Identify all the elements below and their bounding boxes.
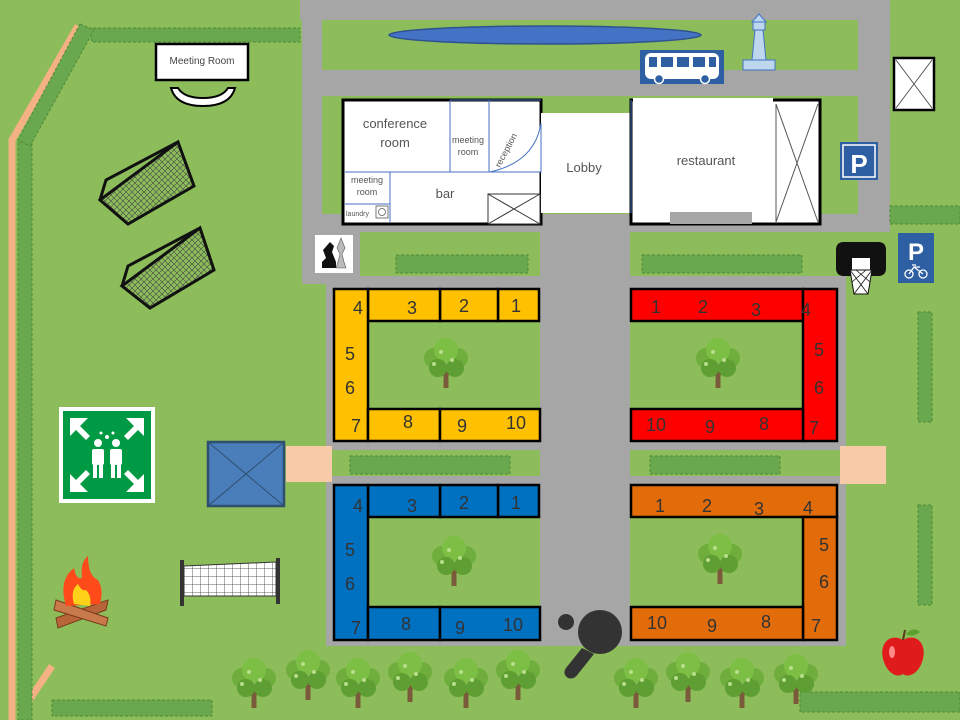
cabin-number: 5 <box>345 540 355 560</box>
cabin-unit-orange-1-4[interactable] <box>629 483 839 519</box>
walkway-left <box>286 446 332 482</box>
cabin-unit-orange-8-10[interactable] <box>629 605 805 642</box>
lighthouse-icon <box>742 13 776 71</box>
cabin-number: 4 <box>353 496 363 516</box>
cabin-number: 6 <box>814 378 824 398</box>
bike-parking-icon <box>898 233 934 283</box>
cabin-unit-yellow-9-10[interactable] <box>438 407 542 443</box>
footpath <box>8 24 82 720</box>
outdoor-meeting-room <box>154 42 250 108</box>
cabin-unit-blue-2[interactable] <box>438 483 500 519</box>
cabin-unit-blue-8[interactable] <box>366 605 442 642</box>
cabin-number: 7 <box>351 416 361 436</box>
meeting-room-1-label-line1: meeting <box>452 135 484 145</box>
cabin-number: 1 <box>511 296 521 316</box>
walkway-right <box>840 446 886 484</box>
courtyards <box>380 334 800 592</box>
conference-room-label-line2: room <box>380 135 410 150</box>
cabin-unit-red-4-7[interactable] <box>801 287 839 443</box>
cabin-number: 7 <box>811 616 821 636</box>
cabin-number: 3 <box>407 298 417 318</box>
cabin-unit-yellow-4-7[interactable] <box>332 287 370 443</box>
cabin-unit-blue-9-10[interactable] <box>438 605 542 642</box>
basketball-hoop-icon <box>836 242 886 295</box>
cabin-number: 3 <box>407 496 417 516</box>
cabin-number: 9 <box>705 417 715 437</box>
cabin-number: 2 <box>702 496 712 516</box>
cabin-unit-orange-5-7[interactable] <box>801 515 839 642</box>
cabin-number: 7 <box>351 618 361 638</box>
cabin-number: 4 <box>803 498 813 518</box>
meeting-room-2-label-line1: meeting <box>351 175 383 185</box>
cabin-number: 10 <box>647 613 667 633</box>
cabin-unit-blue-3[interactable] <box>366 483 442 519</box>
cabin-number: 10 <box>503 615 523 635</box>
cabin-number: 8 <box>761 612 771 632</box>
meeting-room-1-label-line2: room <box>458 147 479 157</box>
volleyball-net-icon <box>180 558 280 606</box>
pond <box>388 25 702 45</box>
campfire-icon <box>53 556 109 629</box>
cabin-number: 9 <box>707 616 717 636</box>
cabin-number: 2 <box>459 296 469 316</box>
cabin-number: 1 <box>655 496 665 516</box>
cabin-number: 5 <box>819 535 829 555</box>
cabin-unit-blue-1[interactable] <box>496 483 541 519</box>
cabin-number: 8 <box>759 414 769 434</box>
conference-room-label-line1: conference <box>363 116 427 131</box>
cabin-block-red: 1 2 3 4 5 6 7 8 9 10 <box>629 287 839 443</box>
cabin-number: 6 <box>345 574 355 594</box>
soccer-goal-icon-2 <box>119 225 216 310</box>
meeting-room-sign-label: Meeting Room <box>169 56 234 67</box>
meeting-room-2-label-line2: room <box>357 187 378 197</box>
cabin-number: 6 <box>819 572 829 592</box>
cabin-unit-red-8-10[interactable] <box>629 407 805 443</box>
cabin-block-yellow: 1 2 3 4 5 6 7 8 9 10 <box>332 287 542 443</box>
lobby-label: Lobby <box>566 160 602 175</box>
storage-box <box>892 56 936 112</box>
chess-icon <box>315 235 353 273</box>
cabin-number: 10 <box>646 415 666 435</box>
cabin-unit-yellow-3[interactable] <box>366 287 442 323</box>
laundry-label: laundry <box>346 211 369 218</box>
cabin-number: 5 <box>345 344 355 364</box>
cabin-number: 8 <box>401 614 411 634</box>
cabin-block-blue: 1 2 3 4 5 6 7 8 9 10 <box>332 483 542 642</box>
parking-icon <box>840 142 878 180</box>
soccer-goal-icon <box>97 139 196 226</box>
cabin-number: 4 <box>353 298 363 318</box>
cabin-number: 2 <box>459 493 469 513</box>
cabin-number: 3 <box>754 499 764 519</box>
restaurant-label: restaurant <box>677 153 736 168</box>
cabin-number: 7 <box>809 418 819 438</box>
bike-parking-sign-label: P <box>908 239 924 266</box>
bus-icon <box>640 50 724 85</box>
cabin-unit-blue-4-7[interactable] <box>332 483 370 642</box>
ping-pong-icon <box>558 610 622 679</box>
apple-icon <box>882 629 924 676</box>
pavilion <box>206 440 286 508</box>
cabin-number: 10 <box>506 413 526 433</box>
cabin-number: 5 <box>814 340 824 360</box>
main-building <box>341 98 822 226</box>
cabin-number: 9 <box>455 618 465 638</box>
parking-sign-label: P <box>850 149 867 179</box>
cabin-number: 1 <box>651 297 661 317</box>
cabin-number: 8 <box>403 412 413 432</box>
hedges <box>17 23 960 720</box>
cabin-number: 6 <box>345 378 355 398</box>
cabin-number: 9 <box>457 416 467 436</box>
assembly-point-icon <box>59 407 155 503</box>
cabin-number: 4 <box>801 300 811 320</box>
cabin-unit-red-1-3[interactable] <box>629 287 805 323</box>
cabin-number: 2 <box>698 297 708 317</box>
cabin-block-orange: 1 2 3 4 5 6 7 8 9 10 <box>629 483 839 642</box>
cabin-unit-yellow-8[interactable] <box>366 407 442 443</box>
cabin-number: 1 <box>511 493 521 513</box>
cabin-number: 3 <box>751 300 761 320</box>
bar-label: bar <box>436 186 455 201</box>
